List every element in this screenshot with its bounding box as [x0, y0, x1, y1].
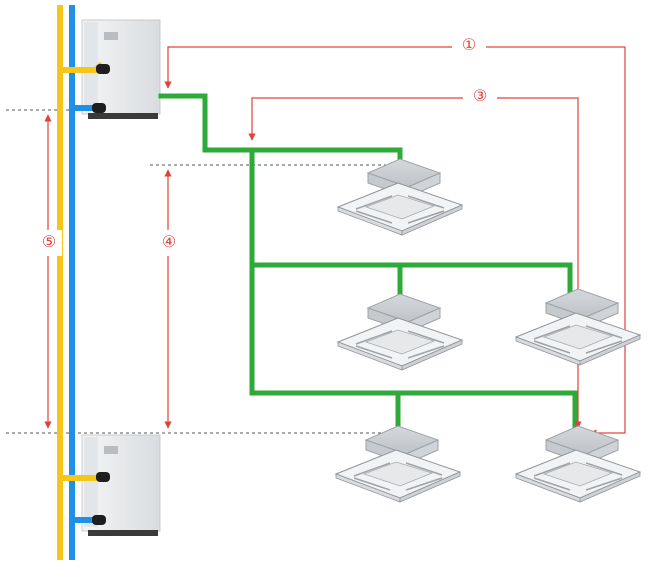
dimension-1-label: ① [461, 37, 477, 54]
ceiling-cassette-unit [336, 158, 464, 236]
dimension-3-label: ③ [472, 88, 488, 105]
yellow-riser-pipe [57, 5, 63, 560]
dimension-5-label: ⑤ [41, 234, 57, 251]
dimension-1-line [164, 46, 626, 437]
ceiling-cassette-unit [514, 288, 642, 366]
indoor-units [334, 158, 642, 503]
outdoor-unit-bottom [58, 434, 161, 536]
ceiling-cassette-unit [336, 293, 464, 371]
dimension-lines [44, 46, 626, 437]
blue-riser-pipe [69, 5, 75, 560]
middle-branch-pipe [249, 262, 573, 301]
dimension-4-label: ④ [161, 234, 177, 251]
outdoor-unit-base [88, 530, 158, 536]
dimension-3-line [248, 97, 582, 429]
ceiling-cassette-unit [514, 425, 642, 503]
outdoor-unit-badge [104, 446, 118, 454]
outdoor-unit-badge [104, 32, 118, 40]
outdoor-unit-top [58, 19, 161, 119]
ceiling-cassette-unit [334, 425, 462, 503]
reference-lines [6, 109, 415, 434]
green-piping-network [158, 93, 578, 439]
lower-branch-pipe [249, 390, 578, 439]
outdoor-unit-base [88, 113, 158, 119]
main-pipe [158, 93, 403, 168]
